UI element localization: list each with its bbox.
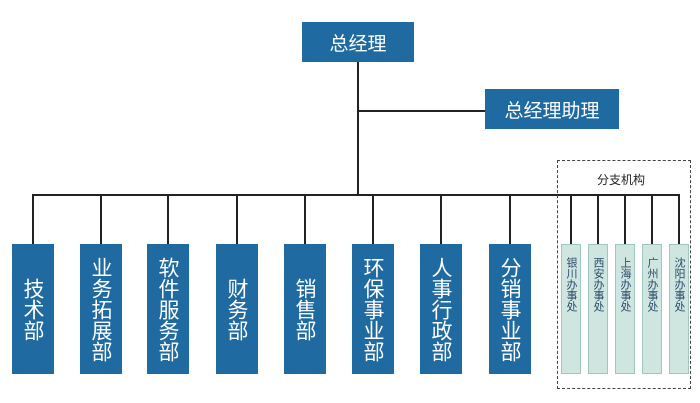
office-shenyang: 沈阳办事处 bbox=[669, 244, 689, 374]
office-xian: 西安办事处 bbox=[588, 244, 608, 374]
dept-drop-line bbox=[440, 194, 442, 244]
office-drop-line bbox=[597, 194, 599, 244]
dept-software-service: 软件服务部 bbox=[147, 244, 189, 374]
ceo-box: 总经理 bbox=[302, 22, 414, 62]
dept-drop-line bbox=[236, 194, 238, 244]
office-drop-line bbox=[570, 194, 572, 244]
dept-drop-line bbox=[372, 194, 374, 244]
department-bus-line bbox=[32, 194, 680, 196]
office-yinchuan: 银川办事处 bbox=[561, 244, 581, 374]
dept-drop-line bbox=[100, 194, 102, 244]
office-shanghai: 上海办事处 bbox=[615, 244, 635, 374]
office-drop-line bbox=[678, 194, 680, 244]
ceo-trunk-line bbox=[357, 62, 359, 195]
dept-business-development: 业务拓展部 bbox=[80, 244, 122, 374]
dept-drop-line bbox=[167, 194, 169, 244]
dept-drop-line bbox=[304, 194, 306, 244]
dept-drop-line bbox=[509, 194, 511, 244]
dept-distribution: 分销事业部 bbox=[489, 244, 531, 374]
dept-finance: 财务部 bbox=[216, 244, 258, 374]
branch-group-frame bbox=[557, 160, 691, 389]
dept-drop-line bbox=[32, 194, 34, 244]
assistant-box: 总经理助理 bbox=[485, 89, 619, 129]
office-guangzhou: 广州办事处 bbox=[642, 244, 662, 374]
dept-hr-admin: 人事行政部 bbox=[420, 244, 462, 374]
branch-group-title: 分支机构 bbox=[597, 173, 646, 187]
office-drop-line bbox=[651, 194, 653, 244]
office-drop-line bbox=[624, 194, 626, 244]
assistant-connector-line bbox=[357, 110, 485, 112]
dept-sales: 销售部 bbox=[284, 244, 326, 374]
dept-environmental: 环保事业部 bbox=[352, 244, 394, 374]
dept-tech: 技术部 bbox=[12, 244, 54, 374]
